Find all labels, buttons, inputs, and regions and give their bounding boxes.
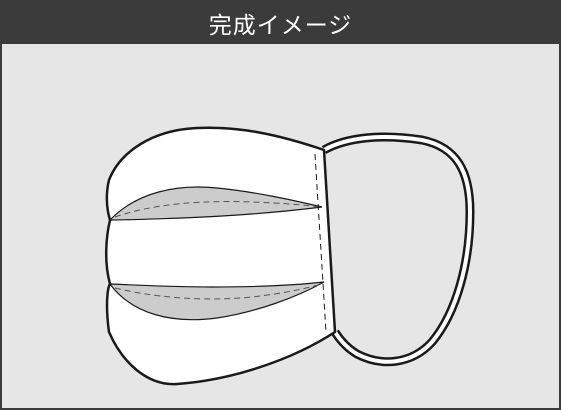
ear-loop (321, 132, 475, 367)
title-bar: 完成イメージ (2, 2, 559, 44)
mask-body (104, 126, 337, 386)
lower-pleat (108, 281, 325, 321)
finished-mask-illustration (2, 44, 559, 408)
upper-pleat (108, 186, 323, 221)
panel-title: 完成イメージ (208, 13, 353, 39)
mask-icon (104, 126, 475, 386)
